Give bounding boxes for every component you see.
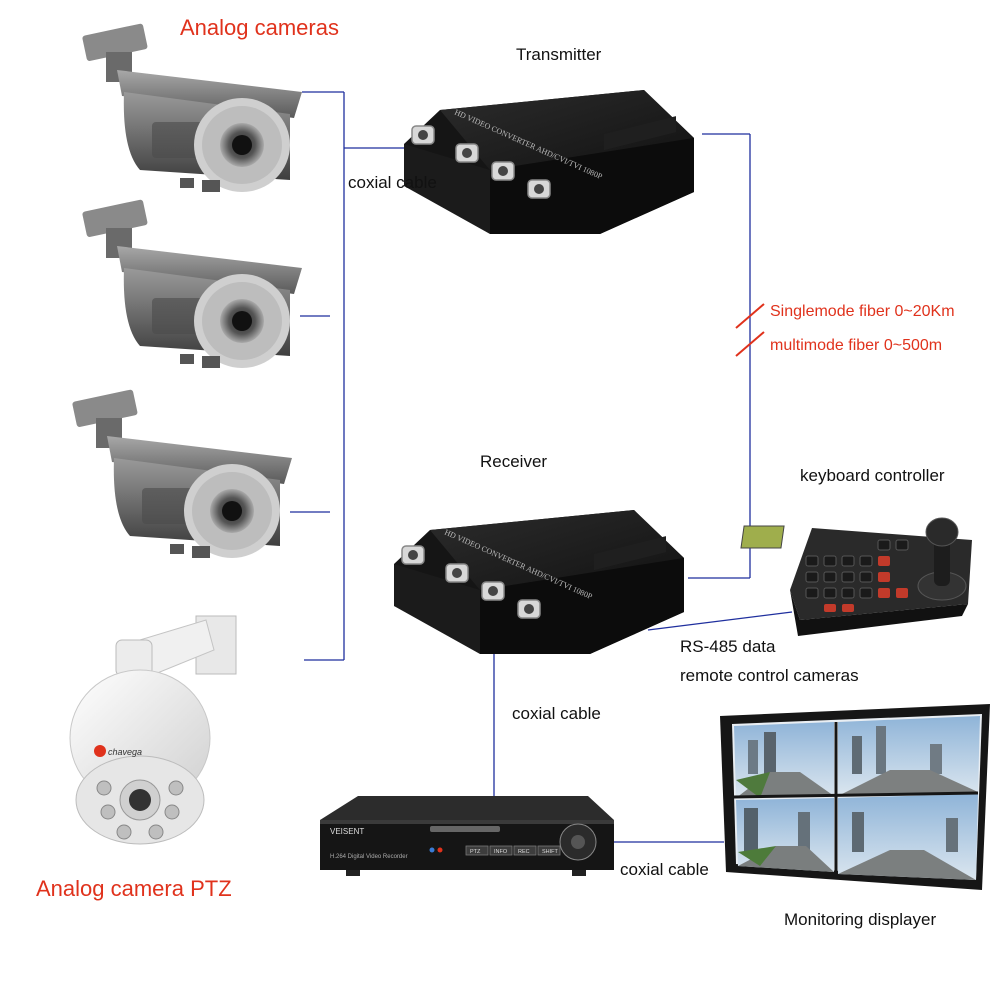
connector-lines [290, 91, 793, 843]
multimode-fiber-label: multimode fiber 0~500m [770, 337, 943, 354]
monitor-feed-3 [736, 798, 834, 872]
dvr-device: VEISENT H.264 Digital Video Recorder PTZ… [320, 796, 614, 876]
receiver-label: Receiver [480, 452, 548, 471]
coaxial-cable-label-bottom: coxial cable [620, 860, 709, 879]
analog-camera-1 [81, 23, 302, 192]
coaxial-cable-label-mid: coxial cable [512, 704, 601, 723]
dvr-brand-text: VEISENT [330, 827, 364, 836]
transmitter-label: Transmitter [516, 45, 602, 64]
keyboard-controller-label: keyboard controller [800, 466, 945, 485]
ptz-dome-camera: chavega [69, 615, 237, 845]
monitor-feed-2 [838, 716, 980, 796]
dvr-btn-ptz: PTZ [470, 849, 481, 855]
coaxial-cable-label-top: coxial cable [348, 173, 437, 192]
analog-camera-ptz-title: Analog camera PTZ [36, 876, 232, 901]
remote-control-label: remote control cameras [680, 666, 859, 685]
dvr-btn-info: INFO [494, 849, 508, 855]
singlemode-fiber-label: Singlemode fiber 0~20Km [770, 303, 955, 320]
rs485-link [647, 611, 793, 631]
monitor-feed-1 [734, 722, 834, 798]
monitor-device [720, 704, 990, 890]
rs485-label: RS-485 data [680, 637, 776, 656]
analog-camera-2 [81, 199, 302, 368]
analog-camera-3 [71, 389, 292, 558]
monitor-feed-4 [838, 794, 978, 880]
keyboard-controller-device [740, 517, 972, 636]
transmitter-device: HD VIDEO CONVERTER AHD/CVI/TVI 1080P [403, 89, 695, 235]
ptz-brand-text: chavega [108, 747, 142, 757]
dvr-btn-rec: REC [518, 849, 530, 855]
dvr-btn-shift: SHIFT [542, 849, 559, 855]
dvr-model-text: H.264 Digital Video Recorder [330, 854, 408, 860]
analog-cameras-title: Analog cameras [180, 15, 339, 40]
monitoring-displayer-label: Monitoring displayer [784, 910, 937, 929]
receiver-device: HD VIDEO CONVERTER AHD/CVI/TVI 1080P [393, 509, 685, 655]
fiber-break-marks [735, 303, 765, 357]
